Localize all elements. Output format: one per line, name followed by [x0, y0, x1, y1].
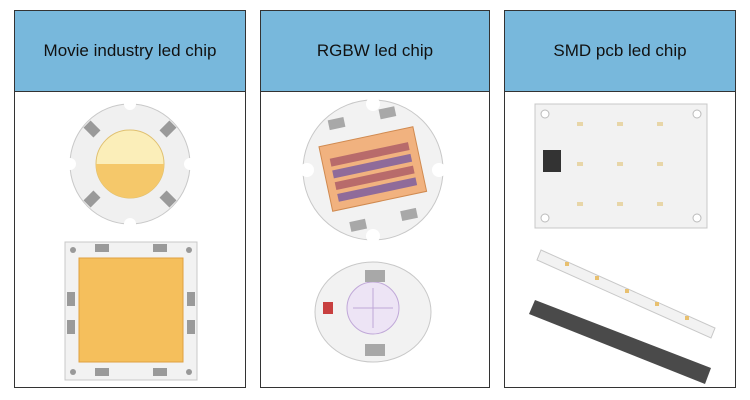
card-image-area: [261, 92, 489, 387]
rgbw-small-chip: [314, 261, 432, 363]
card-title: Movie industry led chip: [43, 41, 217, 60]
smd-black-strip: [529, 300, 711, 384]
product-card-smd: SMD pcb led chip: [504, 10, 736, 388]
rgbw-chip-image: [300, 97, 446, 363]
movie-chip-image: [64, 98, 198, 381]
product-card-movie: Movie industry led chip: [14, 10, 246, 388]
card-header: Movie industry led chip: [15, 11, 245, 92]
card-header: RGBW led chip: [261, 11, 489, 92]
smd-chip-image: [529, 103, 716, 384]
rgbw-round-chip: [300, 97, 446, 243]
round-cob-chip: [64, 98, 196, 230]
card-title: SMD pcb led chip: [553, 41, 687, 60]
card-header: SMD pcb led chip: [505, 11, 735, 92]
product-card-rgbw: RGBW led chip: [260, 10, 490, 388]
smd-white-strip: [536, 249, 716, 339]
square-cob-chip: [64, 241, 198, 381]
card-image-area: [15, 92, 245, 387]
smd-pcb-board: [534, 103, 708, 229]
card-title: RGBW led chip: [316, 41, 434, 60]
card-image-area: [505, 92, 735, 387]
